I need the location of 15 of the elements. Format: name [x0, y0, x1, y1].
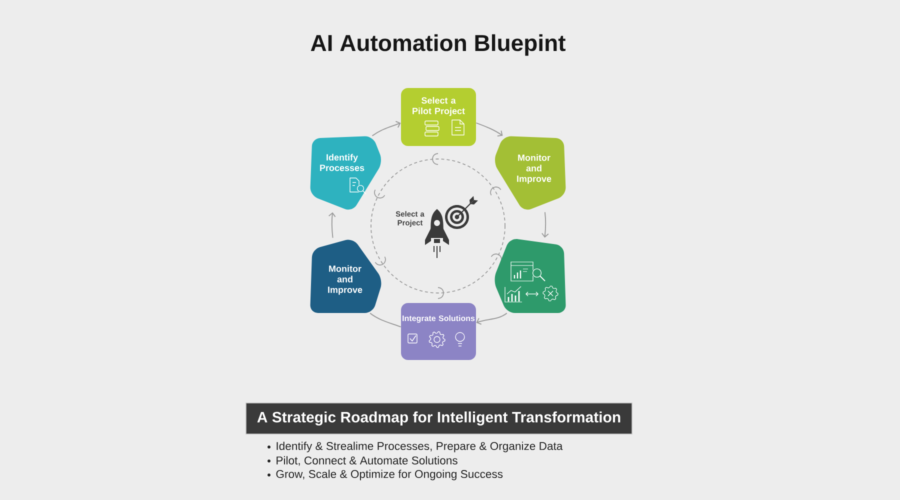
arrow	[541, 212, 549, 238]
heading-banner: A Strategic Roadmap for Intelligent Transformation	[246, 402, 632, 434]
arrow	[476, 122, 503, 136]
step-box: Integrate Solutions	[401, 303, 476, 360]
connector-line	[370, 312, 402, 328]
step-box: Monitor and Improve	[495, 136, 566, 210]
bullet-text: Pilot, Connect & Automate Solutions	[276, 456, 458, 466]
arrow	[476, 312, 508, 325]
step-box: Identify Processes	[310, 136, 381, 210]
step-box: Monitor and Improve	[310, 240, 382, 313]
step-box: Select a Pilot Project	[401, 88, 476, 146]
arrow	[372, 120, 401, 136]
arrow	[328, 212, 336, 238]
title: AI Automation Bluepint	[310, 34, 566, 56]
bullet-text: Grow, Scale & Optimize for Ongoing Success	[276, 470, 503, 480]
